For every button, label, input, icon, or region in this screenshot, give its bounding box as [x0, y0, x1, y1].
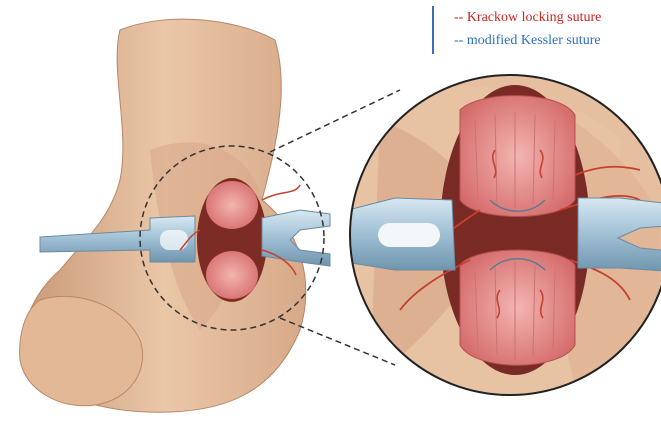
legend: -- Krackow locking suture -- modified Ke… — [432, 4, 658, 54]
legend-divider — [432, 6, 434, 54]
legend-item-krackow: -- Krackow locking suture — [454, 10, 602, 25]
zoom-circle — [349, 74, 661, 396]
tendon-upper-small — [206, 181, 258, 229]
callout-line-top — [269, 89, 401, 153]
callout-line-bottom — [279, 317, 396, 366]
retractor-left — [39, 215, 196, 263]
legend-item-kessler: -- modified Kessler suture — [454, 33, 601, 48]
zoom-view — [350, 75, 661, 395]
heel — [19, 295, 144, 407]
tendon-upper — [459, 95, 576, 217]
tendon-lower — [459, 249, 576, 366]
source-circle — [139, 145, 325, 331]
tendon-lower-small — [206, 251, 258, 299]
retractor-right — [261, 209, 331, 267]
zoom-retractor-right — [577, 197, 661, 273]
